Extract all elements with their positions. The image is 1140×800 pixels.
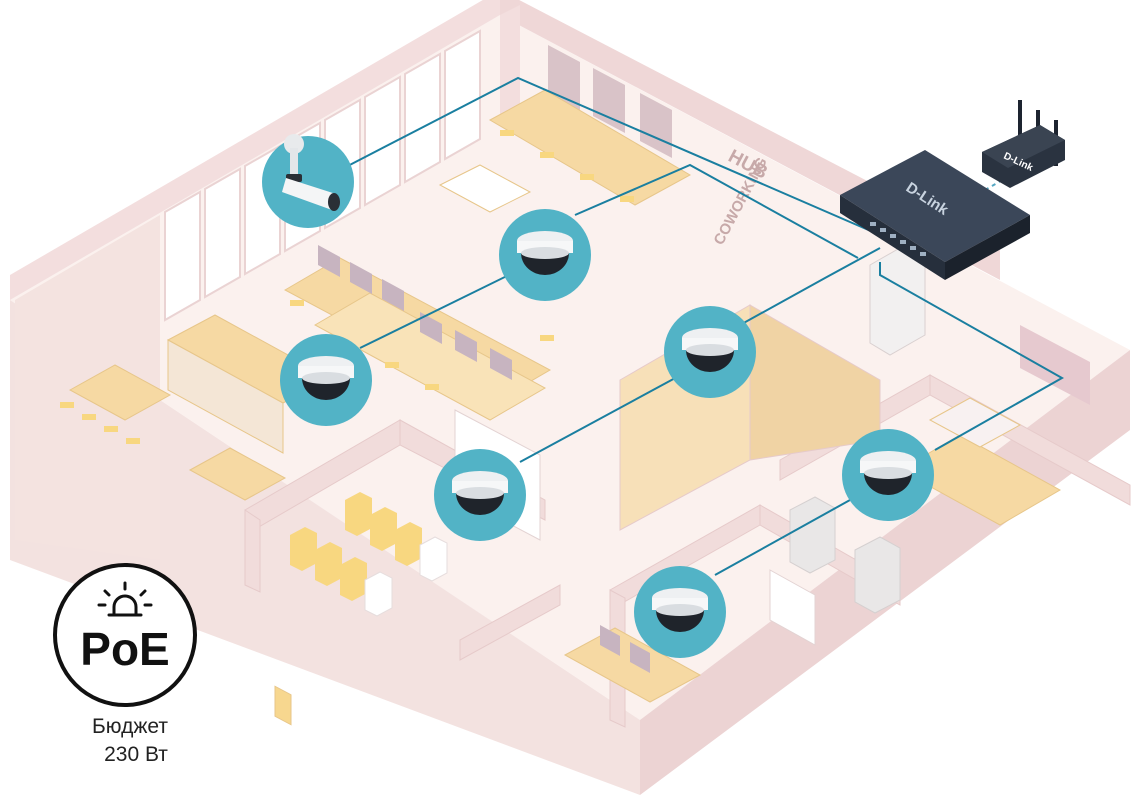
bar-stools: [60, 130, 634, 444]
caption-line-2: 230 Вт: [104, 743, 168, 766]
network-cables: [339, 76, 1065, 576]
monitors: [318, 245, 650, 673]
camera-bullet: [262, 134, 354, 228]
dome-camera-icon: [298, 356, 354, 400]
caption-line-1: Бюджет: [92, 715, 168, 738]
back-left-wall: [10, 0, 500, 300]
cable-cam-4: [739, 247, 881, 326]
cable-cam-7: [714, 499, 851, 576]
partitions: [244, 304, 1131, 728]
poe-badge: PoE: [53, 563, 197, 707]
camera-dome-3: [280, 334, 372, 426]
router: D-Link: [982, 100, 1065, 188]
cable-cam-3: [359, 271, 516, 349]
dome-camera-icon: [652, 588, 708, 632]
network-switch: D-Link: [840, 150, 1030, 280]
camera-dome-4: [664, 306, 756, 398]
dome-camera-icon: [452, 471, 508, 515]
camera-dome-5: [434, 449, 526, 541]
power-budget-caption: Бюджет 230 Вт: [40, 713, 220, 769]
camera-dome-6: [842, 429, 934, 521]
camera-dome-2: [499, 209, 591, 301]
dome-camera-icon: [860, 451, 916, 495]
bullet-camera-icon: [282, 134, 340, 211]
cable-cam-5: [519, 369, 691, 463]
conference-chairs: [290, 492, 448, 617]
tv-screen: [1020, 325, 1090, 405]
alarm-light-icon: [97, 581, 153, 617]
copiers: [789, 496, 901, 614]
cable-cam-1: [339, 76, 881, 236]
dome-camera-icon: [517, 231, 573, 275]
cameras: [262, 134, 934, 658]
poe-label: PoE: [80, 623, 169, 675]
network-switch-icon: D-Link: [840, 150, 1030, 280]
camera-dome-7: [634, 566, 726, 658]
dome-camera-icon: [682, 328, 738, 372]
cable-cam-6: [879, 262, 1065, 451]
cable-cam-2: [574, 163, 859, 259]
wireless-router-icon: D-Link: [982, 100, 1065, 188]
